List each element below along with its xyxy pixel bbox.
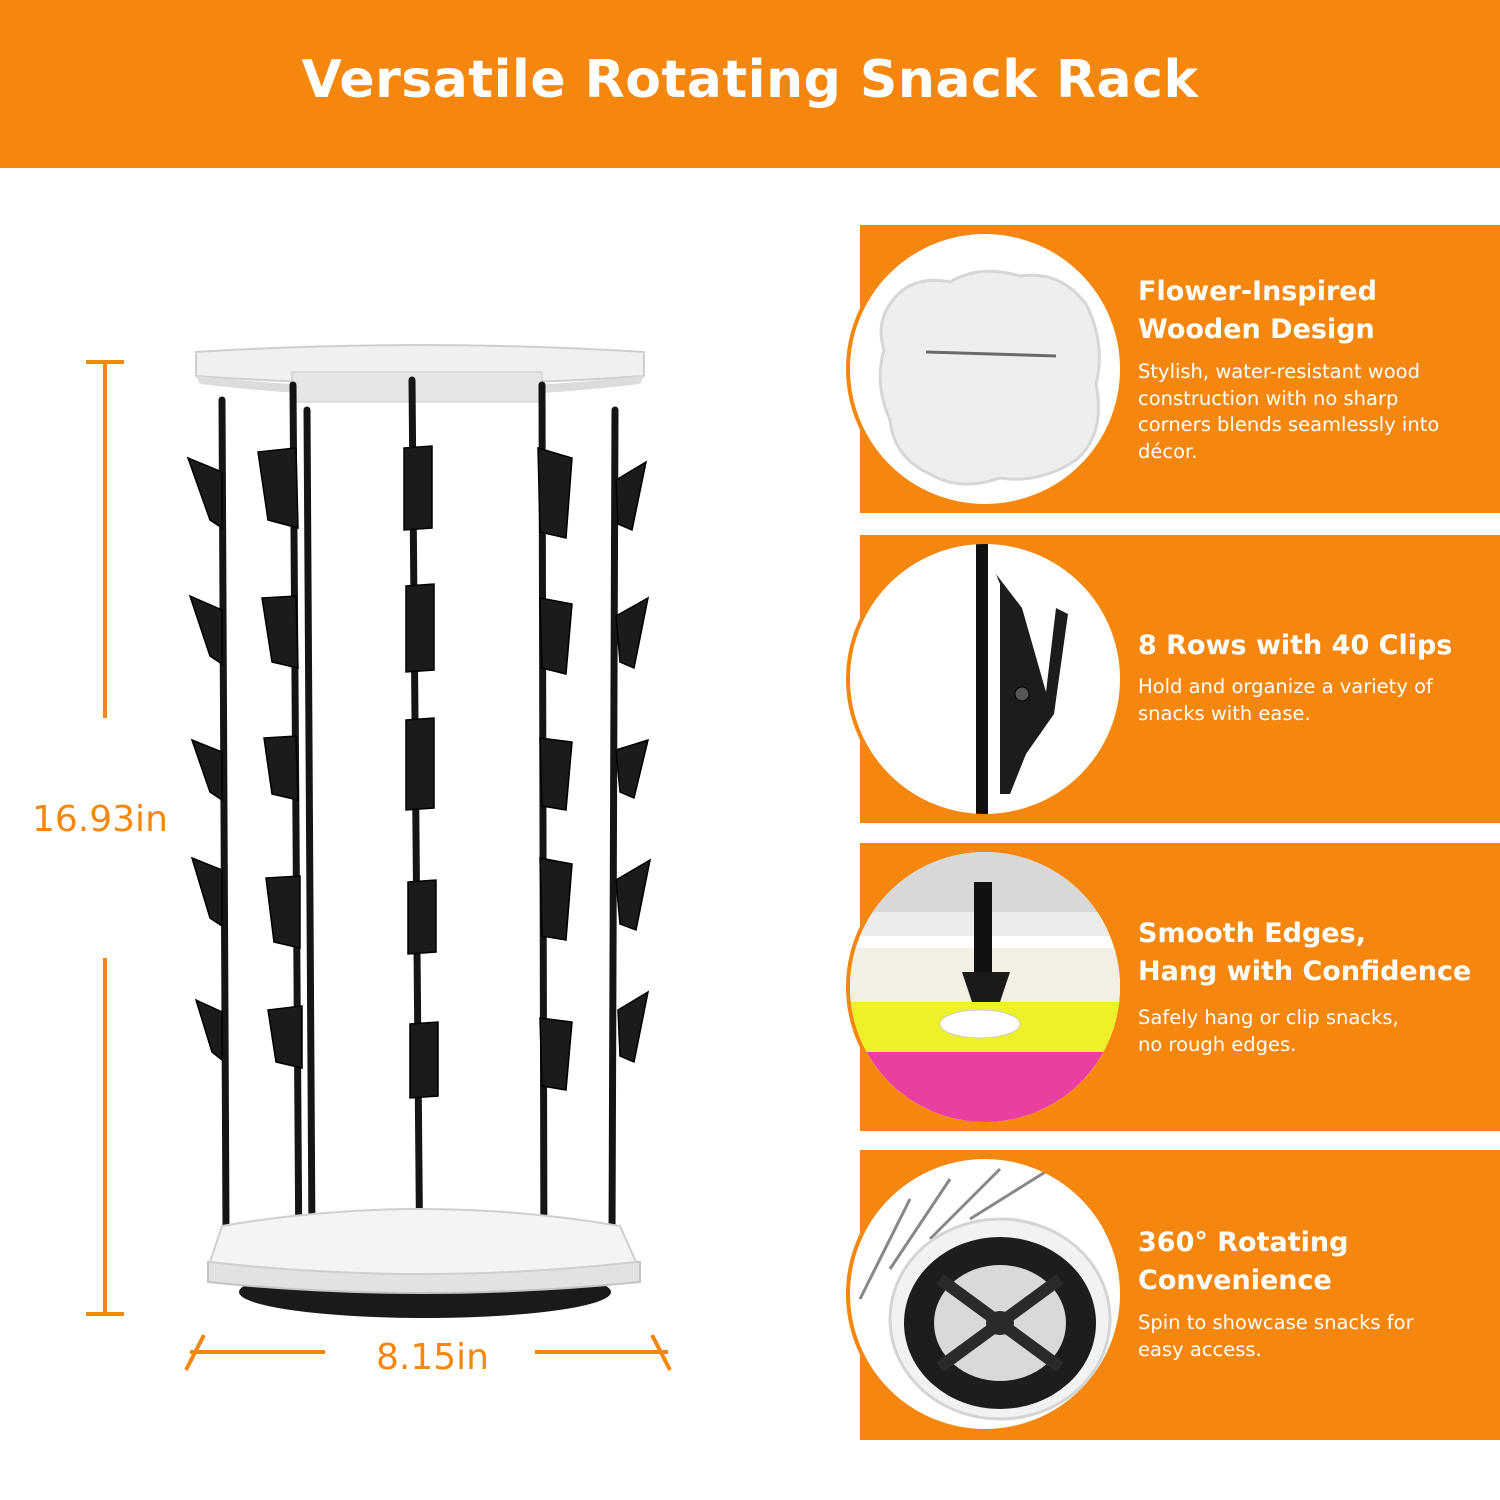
product-image bbox=[86, 344, 672, 1371]
clip-closeup-icon bbox=[976, 544, 1068, 814]
feature-panel-design: Flower-Inspired Wooden Design Stylish, w… bbox=[846, 225, 1500, 513]
feature-panel-edges: Smooth Edges, Hang with Confidence Safel… bbox=[846, 843, 1500, 1131]
width-dimension-line bbox=[184, 1334, 672, 1371]
rack-top-plate bbox=[195, 344, 645, 403]
feature-title: Smooth Edges, Hang with Confidence bbox=[1138, 918, 1472, 987]
header-banner: Versatile Rotating Snack Rack bbox=[0, 0, 1500, 168]
feature-description: Stylish, water-resistant wood constructi… bbox=[1138, 360, 1440, 463]
rotating-base-icon bbox=[858, 1167, 1112, 1421]
feature-title: Flower-Inspired Wooden Design bbox=[1138, 276, 1377, 345]
rack-bottom-plate bbox=[207, 1208, 641, 1318]
rack-poles bbox=[218, 376, 619, 1292]
hanging-snack-icon bbox=[850, 852, 1120, 1122]
feature-image-design bbox=[846, 230, 1124, 508]
feature-panel-clips: 8 Rows with 40 Clips Hold and organize a… bbox=[846, 535, 1500, 823]
rack-clips bbox=[186, 445, 652, 1099]
height-dimension-label: 16.93in bbox=[32, 799, 168, 840]
flower-top-icon bbox=[878, 269, 1101, 486]
feature-image-clips bbox=[846, 540, 1124, 818]
height-dimension-line bbox=[86, 360, 124, 1316]
feature-description: Spin to showcase snacks for easy access. bbox=[1138, 1311, 1414, 1361]
width-dimension-label: 8.15in bbox=[376, 1337, 489, 1378]
feature-panel-rotating: 360° Rotating Convenience Spin to showca… bbox=[846, 1150, 1500, 1440]
feature-image-rotating bbox=[846, 1155, 1124, 1433]
feature-description: Hold and organize a variety of snacks wi… bbox=[1138, 675, 1433, 725]
feature-description: Safely hang or clip snacks, no rough edg… bbox=[1138, 1006, 1399, 1056]
page-title: Versatile Rotating Snack Rack bbox=[301, 50, 1199, 110]
feature-title: 8 Rows with 40 Clips bbox=[1138, 630, 1453, 661]
feature-title: 360° Rotating Convenience bbox=[1138, 1227, 1349, 1296]
feature-image-edges bbox=[846, 848, 1124, 1126]
